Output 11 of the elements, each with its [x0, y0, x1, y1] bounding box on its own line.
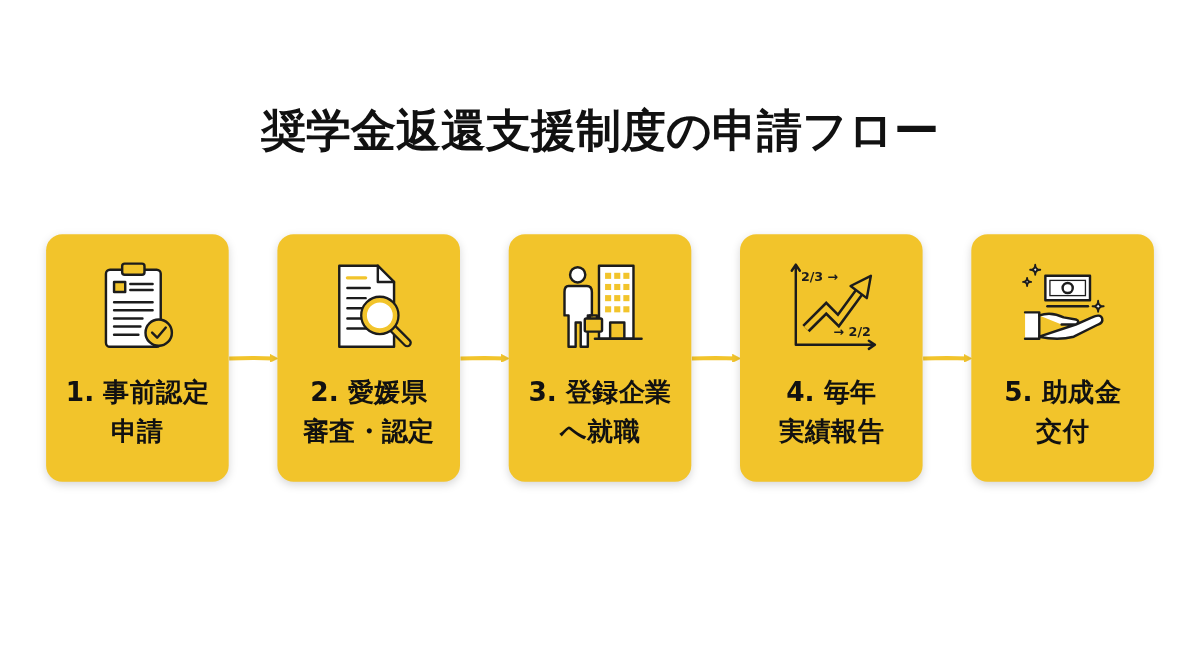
chart-label: 2/3 → [800, 268, 839, 284]
node-box: 1. 事前認定申請 [46, 234, 229, 482]
arrow [460, 353, 510, 363]
node-box: 2. 愛媛県審査・認定 [277, 234, 460, 482]
chart-label: → 2/2 [833, 323, 871, 339]
arrow [923, 353, 973, 363]
diagram-title: 奨学金返還支援制度の申請フロー [261, 104, 939, 158]
arrow [691, 353, 741, 363]
node-box: 3. 登録企業へ就職 [508, 234, 692, 482]
arrow [229, 353, 279, 363]
node-box: 5. 助成金交付 [971, 234, 1154, 482]
